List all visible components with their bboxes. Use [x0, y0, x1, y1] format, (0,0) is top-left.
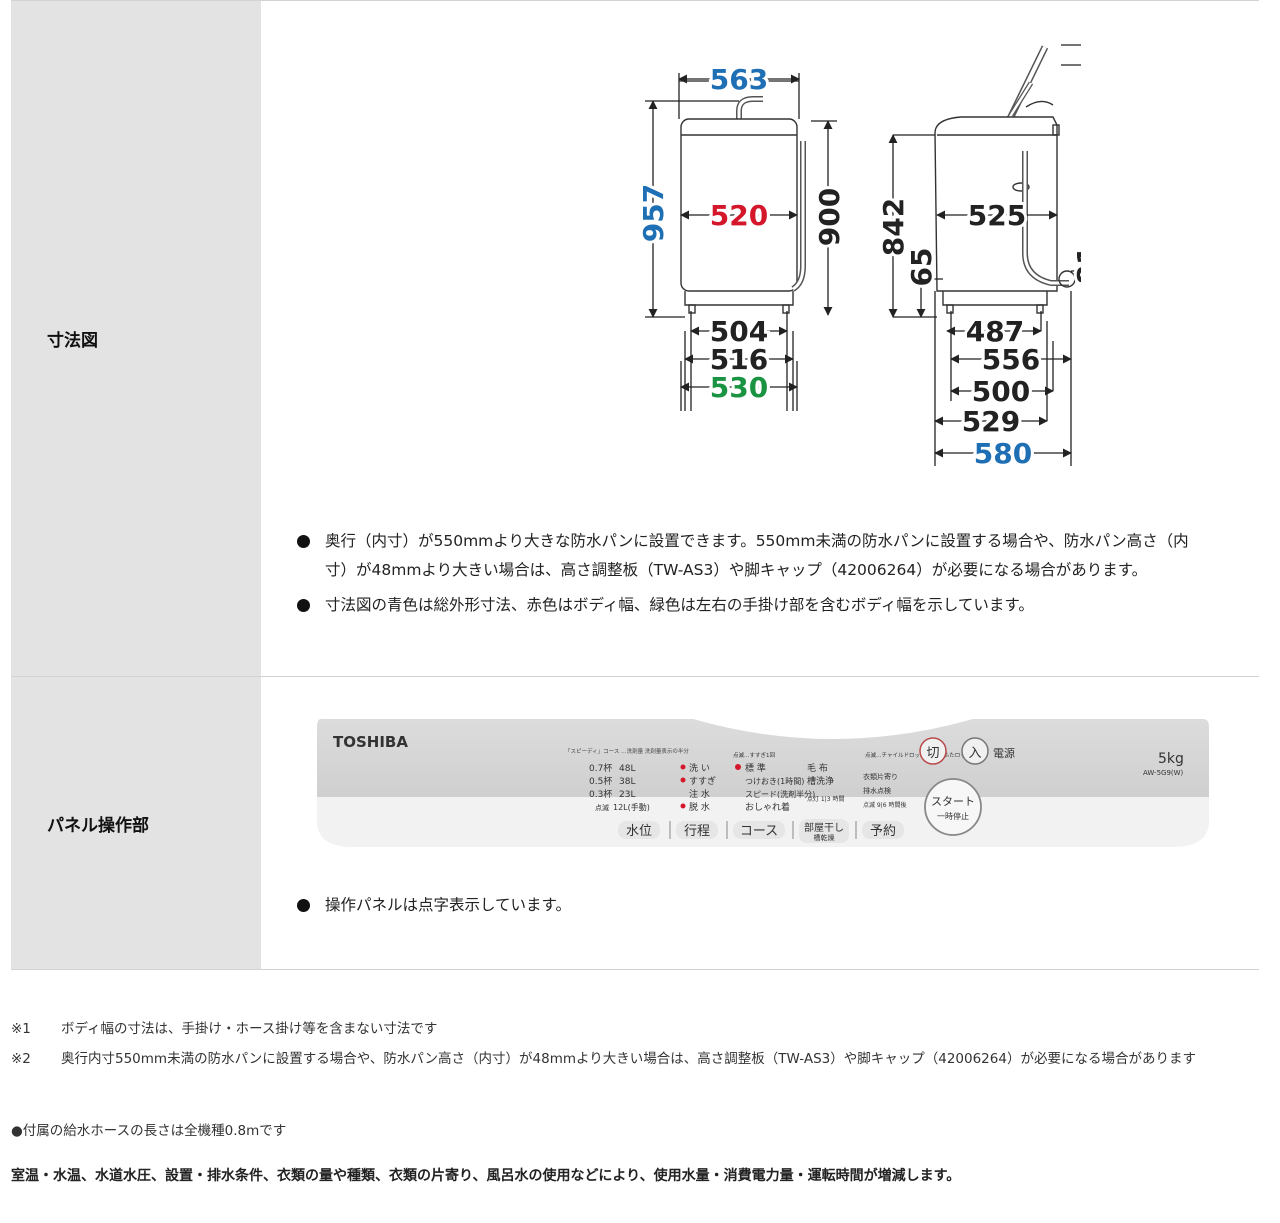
dimensions-heading: 寸法図: [11, 1, 261, 676]
process-fill: 注 水: [689, 788, 710, 800]
reserve-button[interactable]: [862, 821, 904, 839]
speedy-note: 「スピーディ」コース …洗剤量 洗剤量表示の半分: [565, 747, 689, 755]
control-panel-illustration: TOSHIBA 5kg AW-5G9(W) 「スピーディ」コース …洗剤量 洗剤…: [317, 719, 1209, 847]
front-foot-mid-label: 516: [710, 343, 768, 376]
footnote-text: 奥行内寸550mm未満の防水パンに設置する場合や、防水パン高さ（内寸）が48mm…: [61, 1051, 1196, 1067]
side-depth-label: 525: [968, 199, 1026, 232]
side-556-label: 556: [982, 343, 1040, 376]
water-cup-2: 0.5杯: [589, 775, 612, 787]
dimension-note-1-text: 奥行（内寸）が550mmより大きな防水パンに設置できます。550mm未満の防水パ…: [325, 532, 1189, 579]
course-label: コース: [740, 824, 778, 839]
water-level-button[interactable]: [618, 821, 660, 839]
indicator-light: [680, 803, 686, 809]
bullet-icon: [297, 535, 310, 548]
course-note: 点滅…すすぎ1回: [733, 751, 775, 759]
power-off-button[interactable]: [919, 737, 947, 765]
dimension-notes: 奥行（内寸）が550mmより大きな防水パンに設置できます。550mm未満の防水パ…: [297, 527, 1197, 626]
dimensions-body: 563 520 957 900 504 516 530: [261, 1, 1259, 676]
side-529-label: 529: [962, 405, 1020, 438]
front-view: [680, 96, 806, 314]
pause-label: 一時停止: [937, 811, 969, 821]
process-spin: 脱 水: [689, 801, 710, 813]
side-body-height-label: 842: [877, 198, 910, 256]
power-on-label: 入: [968, 746, 981, 761]
model-label: AW-5G9(W): [1143, 769, 1184, 777]
timer-label: 点灯 1|3 時間: [807, 795, 844, 803]
bullet-icon: [297, 599, 310, 612]
water-liters-2: 38L: [619, 777, 635, 787]
front-top-width-label: 563: [710, 63, 768, 96]
start-label: スタート: [931, 795, 975, 808]
course-button[interactable]: [733, 821, 785, 839]
footnote-2: ※2 奥行内寸550mm未満の防水パンに設置する場合や、防水パン高さ（内寸）が4…: [11, 1046, 1261, 1072]
start-button[interactable]: [924, 778, 982, 836]
course-delicate: おしゃれ着: [745, 801, 790, 813]
water-cup-4: 点滅: [595, 803, 609, 812]
side-foot-inner-label: 487: [966, 315, 1024, 348]
indicator-light: [680, 764, 686, 770]
front-foot-inner-label: 504: [710, 315, 768, 348]
course-blanket: 毛 布: [807, 762, 828, 774]
water-level-label: 水位: [626, 824, 652, 839]
front-body-height-label: 900: [813, 188, 846, 246]
water-liters-3: 23L: [619, 790, 635, 800]
side-hose-height-label: 81: [1071, 246, 1081, 285]
process-button[interactable]: [676, 821, 718, 839]
course-soak: つけおき(1時間): [745, 777, 804, 786]
front-foot-outer-label: 530: [710, 371, 768, 404]
dry-top-label: 部屋干し: [804, 821, 844, 834]
power-on-button[interactable]: [961, 737, 989, 765]
option-uneven: 衣類片寄り: [863, 772, 898, 781]
dimension-diagram: 563 520 957 900 504 516 530: [634, 44, 1081, 473]
footnotes: ※1 ボディ幅の寸法は、手掛け・ホース掛け等を含まない寸法です ※2 奥行内寸5…: [11, 1016, 1261, 1076]
panel-heading: パネル操作部: [11, 677, 261, 969]
bottom-button-row: 水位 行程 コース 部屋干し 槽乾燥 予約: [618, 819, 904, 843]
lock-note: 点滅…チャイルドロック 点灯…ふたロック: [865, 751, 971, 759]
hose-note: ●付属の給水ホースの長さは全機種0.8mです: [11, 1123, 287, 1139]
brand-logo: TOSHIBA: [333, 733, 408, 751]
water-liters-4: 12L(手動): [613, 802, 650, 812]
indicator-light: [735, 764, 741, 770]
panel-note-1: 操作パネルは点字表示しています。: [297, 891, 1197, 920]
dimension-note-1: 奥行（内寸）が550mmより大きな防水パンに設置できます。550mm未満の防水パ…: [297, 527, 1197, 585]
dimensions-row: 寸法図: [11, 1, 1259, 677]
footnote-mark: ※2: [11, 1051, 31, 1067]
capacity-label: 5kg: [1158, 751, 1184, 767]
process-wash: 洗 い: [689, 762, 710, 774]
front-body-width-label: 520: [710, 199, 768, 232]
side-total-depth-label: 580: [974, 437, 1032, 470]
footnote-text: ボディ幅の寸法は、手掛け・ホース掛け等を含まない寸法です: [61, 1021, 438, 1037]
water-cup-3: 0.3杯: [589, 788, 612, 800]
front-total-height-label: 957: [637, 184, 670, 242]
panel-notes: 操作パネルは点字表示しています。: [297, 891, 1197, 926]
side-foot-height-label: 65: [905, 248, 938, 287]
footnote-mark: ※1: [11, 1021, 31, 1037]
timer-blink: 点滅 9|6 時間後: [863, 801, 906, 809]
dry-bottom-label: 槽乾燥: [814, 833, 835, 842]
footnote-1: ※1 ボディ幅の寸法は、手掛け・ホース掛け等を含まない寸法です: [11, 1016, 1261, 1042]
panel-row: パネル操作部 TOSHIBA 5kg AW-5G9(W) 「スピーディ」コース …: [11, 677, 1259, 970]
water-liters-1: 48L: [619, 764, 635, 774]
panel-body: TOSHIBA 5kg AW-5G9(W) 「スピーディ」コース …洗剤量 洗剤…: [261, 677, 1259, 969]
power-off-label: 切: [926, 746, 939, 761]
process-rinse: すすぎ: [689, 775, 716, 787]
dry-button[interactable]: [799, 819, 849, 843]
dimension-note-2: 寸法図の青色は総外形寸法、赤色はボディ幅、緑色は左右の手掛け部を含むボディ幅を示…: [297, 591, 1197, 620]
reserve-label: 予約: [870, 824, 896, 839]
option-drain: 排水点検: [863, 786, 891, 795]
panel-note-1-text: 操作パネルは点字表示しています。: [325, 896, 571, 914]
process-label: 行程: [684, 824, 710, 839]
dimension-note-2-text: 寸法図の青色は総外形寸法、赤色はボディ幅、緑色は左右の手掛け部を含むボディ幅を示…: [325, 596, 1034, 614]
course-speedy: スピード(洗剤半分): [745, 789, 815, 799]
bullet-icon: [297, 899, 310, 912]
indicator-light: [680, 777, 686, 783]
course-standard: 標 準: [745, 762, 766, 774]
power-label: 電源: [993, 746, 1015, 760]
usage-warning: 室温・水温、水道水圧、設置・排水条件、衣類の量や種類、衣類の片寄り、風呂水の使用…: [11, 1168, 961, 1184]
spec-table: 寸法図: [11, 0, 1259, 970]
side-view: [934, 45, 1076, 314]
side-500-label: 500: [972, 375, 1030, 408]
course-tub-clean: 槽洗浄: [807, 775, 834, 787]
water-cup-1: 0.7杯: [589, 762, 612, 774]
